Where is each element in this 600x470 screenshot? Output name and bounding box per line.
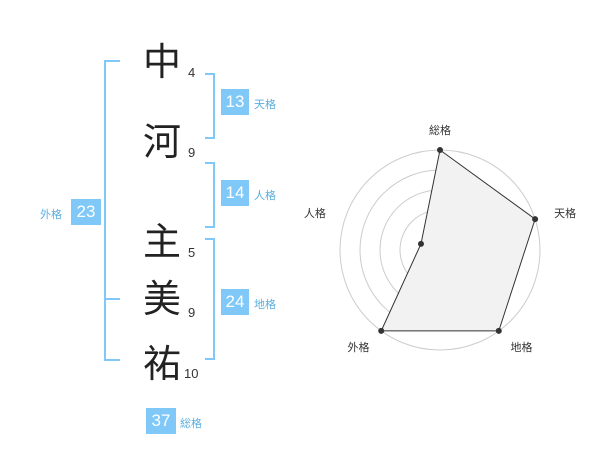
radar-point-1 xyxy=(437,147,443,153)
jinkaku-bracket-bottom xyxy=(205,226,215,228)
radar-axis-label-1: 総格 xyxy=(429,123,451,137)
jinkaku-label: 人格 xyxy=(254,189,276,202)
radar-axis-label-5: 人格 xyxy=(304,206,326,220)
name-char-2: 河 xyxy=(142,120,181,164)
chikaku-label: 地格 xyxy=(254,298,276,311)
radar-area xyxy=(380,149,536,332)
tenkaku-bracket-bottom xyxy=(205,137,215,139)
stroke-count-3: 5 xyxy=(188,245,196,260)
soukaku-value: 37 xyxy=(146,408,176,434)
radar-point-4 xyxy=(378,327,385,334)
radar-point-5 xyxy=(417,240,424,247)
name-char-4: 美 xyxy=(142,277,181,321)
radar-axis-label-3: 地格 xyxy=(511,340,533,354)
stroke-count-5: 10 xyxy=(184,366,199,381)
tenkaku-bracket xyxy=(213,73,215,139)
gaikaku-bracket-bottom xyxy=(104,359,120,361)
gaikaku-bracket-top xyxy=(104,60,120,62)
name-char-3: 主 xyxy=(142,220,181,264)
gaikaku-bracket xyxy=(104,60,106,361)
gaikaku-bracket-mid xyxy=(104,298,120,300)
chikaku-bracket-bottom xyxy=(205,358,215,360)
gaikaku-label: 外格 xyxy=(40,208,62,221)
jinkaku-value: 14 xyxy=(221,180,249,206)
tenkaku-value: 13 xyxy=(221,89,249,115)
chikaku-value: 24 xyxy=(221,289,249,315)
jinkaku-bracket-top xyxy=(205,162,215,164)
gaikaku-value: 23 xyxy=(71,199,101,225)
chikaku-bracket xyxy=(213,238,215,360)
chikaku-bracket-top xyxy=(205,238,215,240)
stroke-count-4: 9 xyxy=(188,305,196,320)
stroke-count-1: 4 xyxy=(188,65,196,80)
tenkaku-bracket-top xyxy=(205,73,215,75)
name-char-1: 中 xyxy=(142,40,181,84)
stroke-count-2: 9 xyxy=(188,145,196,160)
soukaku-label: 総格 xyxy=(180,417,202,430)
radar-point-3 xyxy=(495,327,502,334)
tenkaku-label: 天格 xyxy=(254,98,276,111)
radar-axis-label-4: 外格 xyxy=(347,340,369,354)
radar-point-2 xyxy=(532,216,539,223)
radar-axis-label-2: 天格 xyxy=(554,206,576,220)
jinkaku-bracket xyxy=(213,162,215,228)
name-char-5: 祐 xyxy=(142,342,181,386)
